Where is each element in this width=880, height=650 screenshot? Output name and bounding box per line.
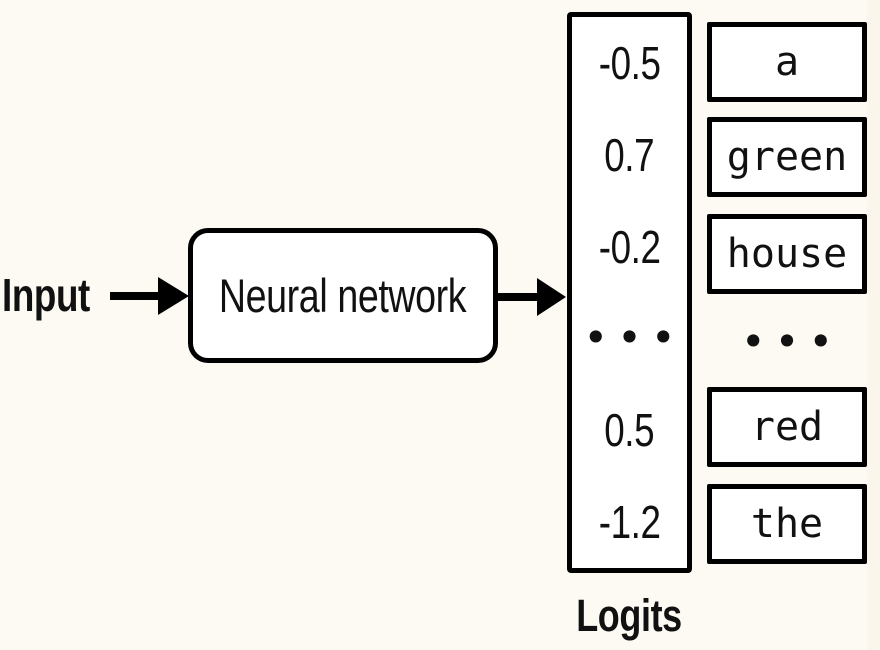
input-label: Input	[2, 269, 90, 321]
logit-value-row: 0.7	[572, 109, 687, 201]
neural-network-box: Neural network	[188, 228, 498, 363]
logit-value-row: -0.2	[572, 201, 687, 293]
token-label: green	[726, 134, 848, 180]
logit-value: -1.2	[598, 496, 661, 549]
token-box: red	[707, 387, 867, 467]
token-ellipsis-row: •••	[707, 320, 867, 364]
logits-caption-text: Logits	[576, 590, 682, 641]
page-edge-strip	[867, 0, 880, 650]
logit-value: 0.7	[604, 128, 655, 181]
neural-network-label: Neural network	[219, 269, 467, 322]
logit-value: 0.5	[604, 404, 655, 457]
token-label: house	[726, 231, 848, 277]
network-to-logits-arrow-icon	[497, 278, 566, 316]
input-to-network-arrow-icon	[110, 277, 189, 315]
ellipsis-dots-icon: •••	[740, 317, 843, 366]
token-label: a	[774, 39, 800, 85]
token-label: the	[750, 501, 824, 547]
logit-value-row: -1.2	[572, 476, 687, 568]
ellipsis-dots-icon: •••	[583, 313, 685, 363]
logit-ellipsis-row: •••	[572, 292, 687, 384]
logit-value-row: 0.5	[572, 384, 687, 476]
token-label: red	[750, 404, 824, 450]
logit-value: -0.5	[598, 36, 661, 89]
logit-value: -0.2	[598, 220, 661, 273]
logits-caption: Logits	[563, 593, 695, 638]
token-box: the	[707, 484, 867, 564]
token-box: a	[707, 22, 867, 102]
logit-value-row: -0.5	[572, 17, 687, 109]
logits-column: -0.5 0.7 -0.2 ••• 0.5 -1.2	[567, 12, 692, 573]
token-box: green	[707, 117, 867, 197]
token-box: house	[707, 214, 867, 294]
